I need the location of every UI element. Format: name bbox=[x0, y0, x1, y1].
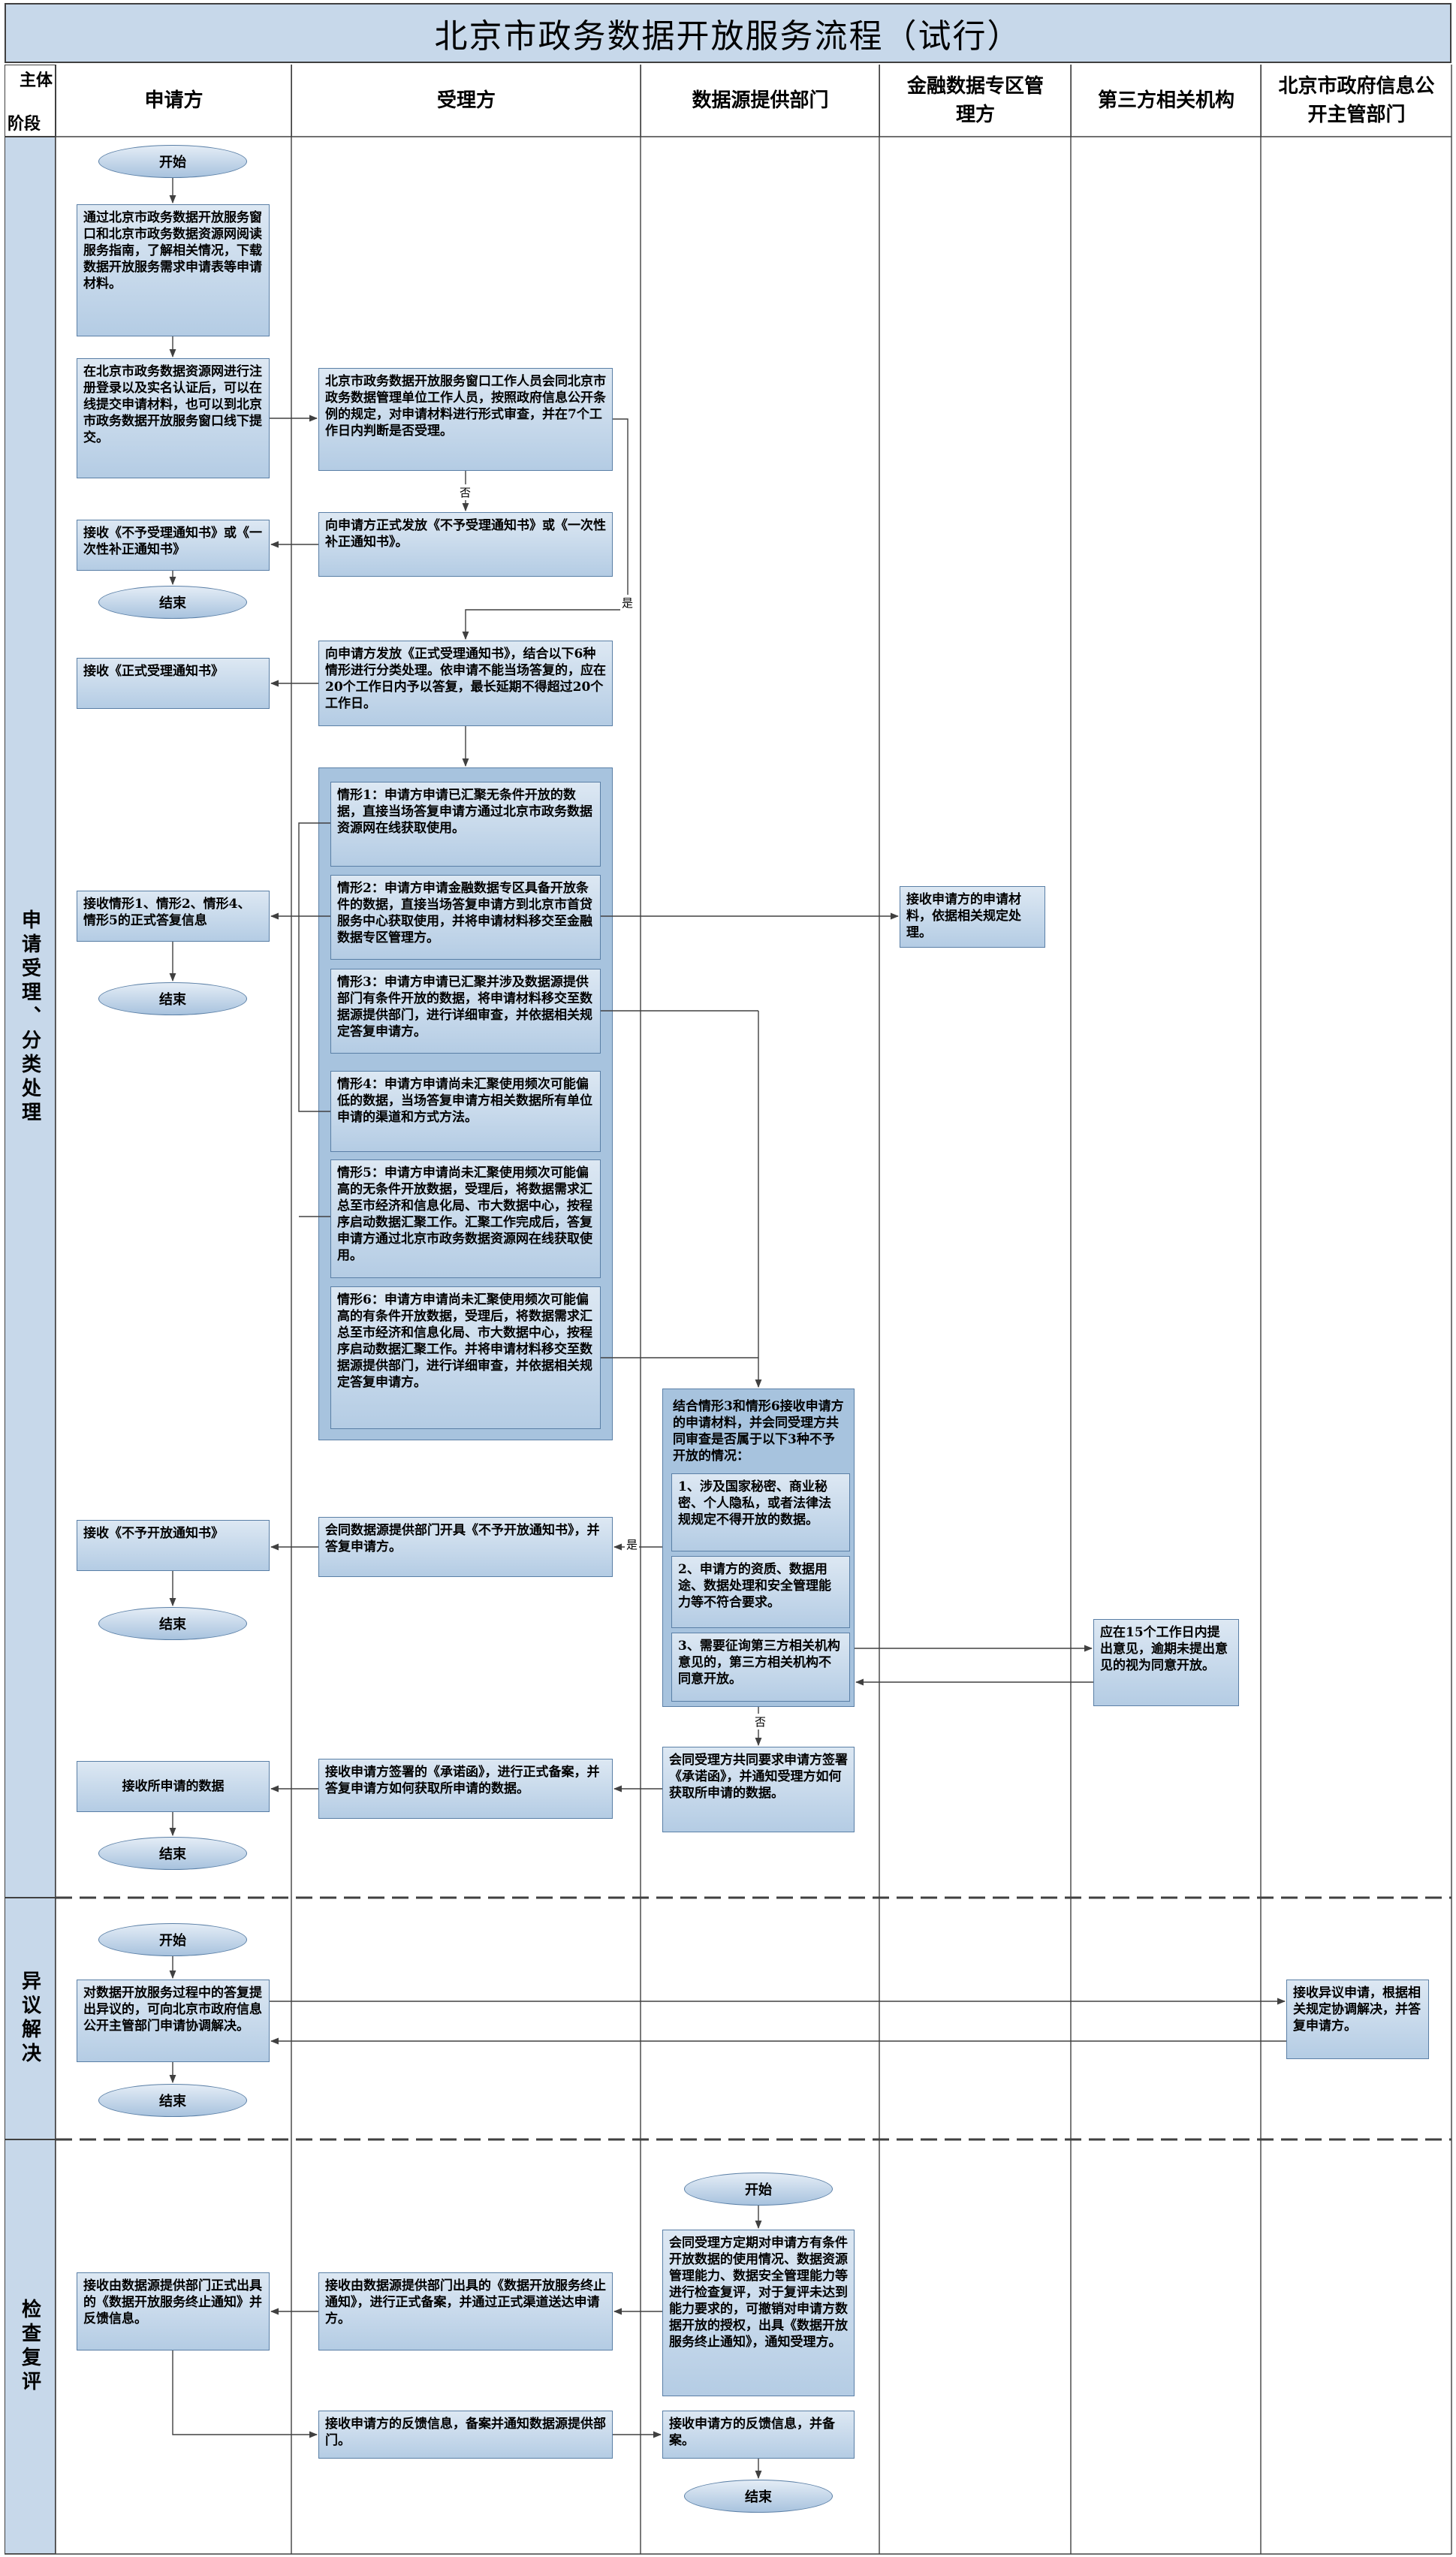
data-source-promise: 会同受理方共同要求申请方签署《承诺函》，并通知受理方如何获取所申请的数据。 bbox=[662, 1747, 855, 1832]
applicant-receive-refusal: 接收《不予开放通知书》 bbox=[77, 1520, 270, 1571]
acceptor-accept-notice: 向申请方发放《正式受理通知书》，结合以下6种情形进行分类处理。依申请不能当场答复… bbox=[318, 641, 613, 726]
gov-disclosure-coordinate: 接收异议申请，根据相关规定协调解决，并答复申请方。 bbox=[1286, 1980, 1429, 2059]
third-party-opinion: 应在15个工作日内提出意见，逾期未提出意见的视为同意开放。 bbox=[1093, 1619, 1239, 1706]
applicant-receive-accept: 接收《正式受理通知书》 bbox=[77, 658, 270, 709]
refusal-condition-2: 2、申请方的资质、数据用途、数据处理和安全管理能力等不符合要求。 bbox=[671, 1556, 850, 1628]
column-header-acceptor: 受理方 bbox=[291, 65, 641, 137]
phase-review: 检查复评 bbox=[5, 2139, 56, 2554]
end-node: 结束 bbox=[684, 2480, 833, 2513]
end-node: 结束 bbox=[98, 2084, 247, 2117]
refusal-condition-1: 1、涉及国家秘密、商业秘密、个人隐私，或者法律法规规定不得开放的数据。 bbox=[671, 1473, 850, 1551]
acceptor-review: 北京市政务数据开放服务窗口工作人员会同北京市政务数据管理单位工作人员，按照政府信… bbox=[318, 368, 613, 471]
start-node: 开始 bbox=[98, 1923, 247, 1956]
scenario-2: 情形2：申请方申请金融数据专区具备开放条件的数据，直接当场答复申请方到北京市首贷… bbox=[330, 875, 601, 960]
scenario-3: 情形3：申请方申请已汇聚并涉及数据源提供部门有条件开放的数据，将申请材料移交至数… bbox=[330, 969, 601, 1054]
refusal-condition-3: 3、需要征询第三方相关机构意见的，第三方相关机构不同意开放。 bbox=[671, 1633, 850, 1702]
acceptor-termination-record: 接收由数据源提供部门出具的《数据开放服务终止通知》，进行正式备案，并通过正式渠道… bbox=[318, 2272, 613, 2350]
column-header-applicant: 申请方 bbox=[56, 65, 291, 137]
column-header-third-party: 第三方相关机构 bbox=[1071, 65, 1261, 137]
column-header-gov-disclosure: 北京市政府信息公开主管部门 bbox=[1261, 65, 1451, 137]
corner-stage: 阶段 bbox=[8, 115, 41, 134]
applicant-submit: 在北京市政务数据资源网进行注册登录以及实名认证后，可以在线提交申请材料，也可以到… bbox=[77, 358, 270, 478]
scenario-5: 情形5：申请方申请尚未汇聚使用频次可能偏高的无条件开放数据，受理后，将数据需求汇… bbox=[330, 1159, 601, 1278]
column-header-finance-zone: 金融数据专区管理方 bbox=[879, 65, 1071, 137]
phase-objection: 异议解决 bbox=[5, 1898, 56, 2139]
data-source-feedback-record: 接收申请方的反馈信息，并备案。 bbox=[662, 2411, 855, 2459]
corner-cell: 主体 阶段 bbox=[5, 65, 56, 137]
flow-arrow bbox=[172, 2350, 318, 2438]
data-source-review: 结合情形3和情形6接收申请方的申请材料，并会同受理方共同审查是否属于以下3种不予… bbox=[673, 1399, 844, 1464]
phase-acceptance: 申请受理、分类处理 bbox=[5, 137, 56, 1898]
acceptor-reject-notice: 向申请方正式发放《不予受理通知书》或《一次性补正通知书》。 bbox=[318, 512, 613, 577]
end-node: 结束 bbox=[98, 586, 247, 619]
acceptor-refusal-notice: 会同数据源提供部门开具《不予开放通知书》，并答复申请方。 bbox=[318, 1517, 613, 1577]
acceptor-feedback-record: 接收申请方的反馈信息，备案并通知数据源提供部门。 bbox=[318, 2411, 613, 2459]
no-label: 否 bbox=[458, 484, 473, 500]
start-node: 开始 bbox=[684, 2173, 833, 2206]
scenario-4: 情形4：申请方申请尚未汇聚使用频次可能偏低的数据，当场答复申请方相关数据所有单位… bbox=[330, 1071, 601, 1152]
applicant-receive-data: 接收所申请的数据 bbox=[77, 1761, 270, 1812]
end-node: 结束 bbox=[98, 982, 247, 1015]
applicant-termination-feedback: 接收由数据源提供部门正式出具的《数据开放服务终止通知》并反馈信息。 bbox=[77, 2272, 270, 2350]
scenario-1: 情形1：申请方申请已汇聚无条件开放的数据，直接当场答复申请方通过北京市政务数据资… bbox=[330, 782, 601, 867]
applicant-objection: 对数据开放服务过程中的答复提出异议的，可向北京市政府信息公开主管部门申请协调解决… bbox=[77, 1980, 270, 2062]
end-node: 结束 bbox=[98, 1607, 247, 1640]
yes-label: 是 bbox=[625, 1536, 640, 1552]
scenario-6: 情形6：申请方申请尚未汇聚使用频次可能偏高的有条件开放数据，受理后，将数据需求汇… bbox=[330, 1286, 601, 1429]
applicant-read-guide: 通过北京市政务数据开放服务窗口和北京市政务数据资源网阅读服务指南，了解相关情况，… bbox=[77, 204, 270, 336]
acceptor-record-promise: 接收申请方签署的《承诺函》，进行正式备案，并答复申请方如何获取所申请的数据。 bbox=[318, 1759, 613, 1819]
page-title: 北京市政务数据开放服务流程（试行） bbox=[5, 3, 1451, 63]
data-source-periodic-review: 会同受理方定期对申请方有条件开放数据的使用情况、数据资源管理能力、数据安全管理能… bbox=[662, 2230, 855, 2396]
start-node: 开始 bbox=[98, 145, 247, 178]
no-label: 否 bbox=[753, 1714, 768, 1729]
end-node: 结束 bbox=[98, 1837, 247, 1870]
finance-zone-receive: 接收申请方的申请材料，依据相关规定处理。 bbox=[900, 886, 1045, 948]
applicant-receive-reject: 接收《不予受理通知书》或《一次性补正通知书》 bbox=[77, 520, 270, 571]
yes-label: 是 bbox=[620, 595, 635, 611]
column-header-data-source: 数据源提供部门 bbox=[641, 65, 879, 137]
corner-subject: 主体 bbox=[19, 71, 53, 90]
applicant-receive-answer: 接收情形1、情形2、情形4、情形5的正式答复信息 bbox=[77, 891, 270, 942]
